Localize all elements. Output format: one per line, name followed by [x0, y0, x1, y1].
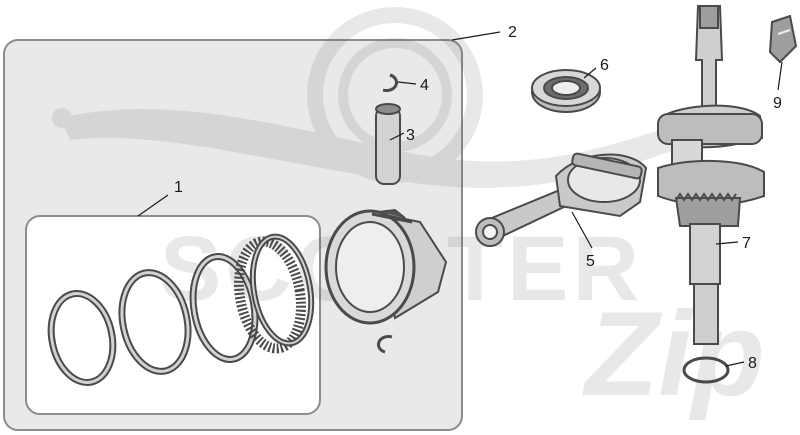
- piston-rings: [47, 233, 315, 386]
- connecting-rod: [475, 152, 648, 247]
- crankshaft: [657, 5, 765, 345]
- watermark-script-text: Zip: [582, 287, 765, 421]
- bearing: [531, 69, 601, 113]
- callout-2: 2: [508, 24, 517, 41]
- callout-6: 6: [600, 57, 609, 74]
- leader-2: [451, 31, 501, 41]
- leader-9: [777, 61, 783, 91]
- leader-6: [583, 67, 597, 79]
- leader-4: [397, 81, 417, 85]
- leader-1: [137, 194, 169, 217]
- callout-7: 7: [742, 235, 751, 252]
- leader-8: [725, 361, 745, 367]
- piston-pin: [375, 103, 401, 185]
- piston: [324, 208, 448, 325]
- callout-leaders: [137, 31, 783, 367]
- circlip-bottom: [377, 335, 393, 354]
- leader-5: [571, 211, 593, 249]
- callout-8: 8: [748, 355, 757, 372]
- crankshaft-seal: [682, 356, 730, 384]
- leader-3: [389, 132, 405, 141]
- circlip-top: [382, 73, 398, 92]
- callout-1: 1: [174, 179, 183, 196]
- callout-5: 5: [586, 253, 595, 270]
- callout-9: 9: [773, 95, 782, 112]
- leader-7: [715, 241, 739, 245]
- callout-4: 4: [420, 77, 429, 94]
- piston-rings-panel: [25, 215, 321, 415]
- callout-3: 3: [406, 127, 415, 144]
- woodruff-key: [768, 14, 798, 64]
